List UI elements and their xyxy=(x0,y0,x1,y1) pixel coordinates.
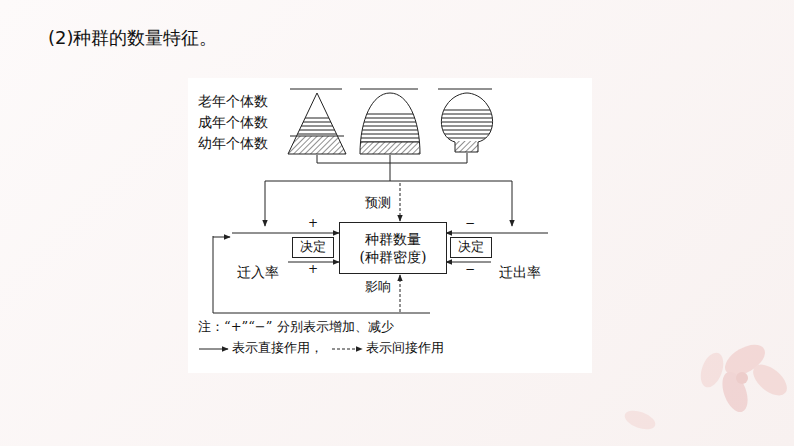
note-text: 注：“+”“−” 分别表示增加、减少 xyxy=(198,320,394,335)
growth-pyramid xyxy=(285,93,350,156)
declining-pyramid xyxy=(438,93,500,153)
population-box: 种群数量 (种群密度) xyxy=(339,222,447,274)
rate-label: 迁出率 xyxy=(499,264,541,280)
node-text: 种群数量 (种群密度) xyxy=(340,230,446,266)
decide-box: 决定 xyxy=(450,237,492,258)
slide-title: (2)种群的数量特征。 xyxy=(48,28,218,49)
note-text: 表示直接作用， xyxy=(232,341,323,356)
sign-mark: + xyxy=(308,217,318,231)
sign-mark: − xyxy=(465,217,475,231)
sign-mark: + xyxy=(308,263,318,277)
stable-pyramid xyxy=(355,93,425,156)
flower-decoration xyxy=(622,339,792,433)
rate-label: 迁入率 xyxy=(237,264,279,280)
bracket-lines xyxy=(265,153,512,226)
feedback-line xyxy=(213,236,357,313)
decide-box: 决定 xyxy=(292,237,334,258)
arrow-label: 预测 xyxy=(365,196,391,211)
node-text: 决定 xyxy=(297,239,329,256)
row-label: 幼年个体数 xyxy=(198,135,268,151)
diagram-panel xyxy=(188,78,592,373)
arrow-label: 影响 xyxy=(365,280,391,295)
note-text: 表示间接作用 xyxy=(366,341,444,356)
row-label: 成年个体数 xyxy=(198,114,268,130)
row-label: 老年个体数 xyxy=(198,93,268,109)
sign-mark: − xyxy=(465,263,475,277)
node-text: 决定 xyxy=(455,239,487,256)
